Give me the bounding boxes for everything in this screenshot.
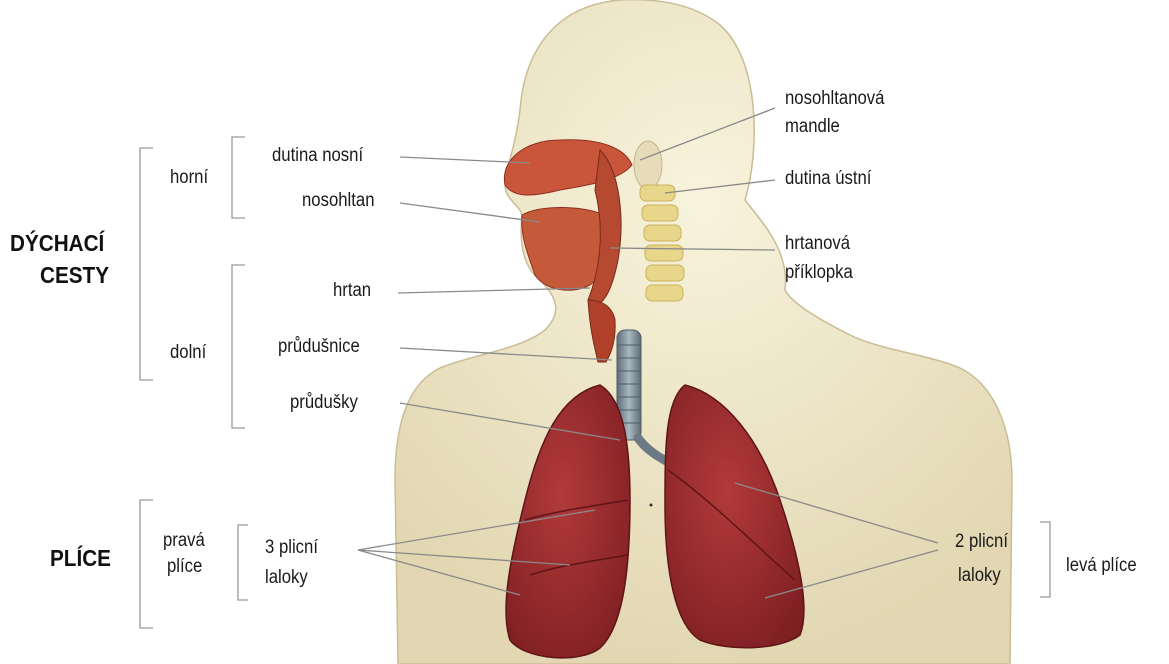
left-lobes-label-line1: 2 plicní	[955, 531, 1008, 553]
pharyngeal-tonsil-label-line2: mandle	[785, 116, 840, 138]
lower-airways-label: dolní	[170, 342, 206, 364]
airways-label-line2: CESTY	[40, 262, 109, 288]
right-lung-label-line2: plíce	[167, 556, 202, 578]
lungs-label: PLÍCE	[50, 545, 111, 571]
upper-airways-label: horní	[170, 167, 208, 189]
epiglottis-label-line1: hrtanová	[785, 233, 850, 255]
oral-cavity-label: dutina ústní	[785, 168, 871, 190]
nasopharynx-label: nosohltan	[302, 190, 375, 212]
pharyngeal-tonsil-label-line1: nosohltanová	[785, 88, 884, 110]
right-lobes-label-line1: 3 plicní	[265, 537, 318, 559]
left-lobes-label-line2: laloky	[958, 565, 1001, 587]
trachea-label: průdušnice	[278, 336, 360, 358]
right-lobes-label-line2: laloky	[265, 567, 308, 589]
right-lung-label-line1: pravá	[163, 530, 205, 552]
left-lung-label: levá plíce	[1066, 555, 1137, 577]
ear	[634, 141, 662, 189]
nasal-cavity-label: dutina nosní	[272, 145, 363, 167]
larynx-label: hrtan	[333, 280, 371, 302]
airways-label-line1: DÝCHACÍ	[10, 230, 104, 256]
bronchi-label: průdušky	[290, 392, 358, 414]
epiglottis-label-line2: příklopka	[785, 262, 853, 284]
